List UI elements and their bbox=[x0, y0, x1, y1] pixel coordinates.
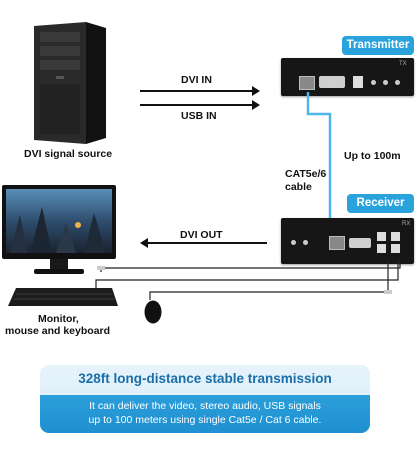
tx-audio-jack bbox=[371, 80, 376, 85]
dvi-out-arrowhead-icon bbox=[140, 238, 148, 248]
info-banner: 328ft long-distance stable transmission … bbox=[40, 365, 370, 433]
rx-usb-port bbox=[377, 244, 386, 253]
monitor-label-line1: Monitor, bbox=[38, 313, 79, 325]
cable-label-line2: cable bbox=[285, 181, 312, 193]
dvi-in-arrow bbox=[140, 90, 254, 92]
receiver-badge: Receiver bbox=[347, 194, 414, 213]
rx-audio-jack bbox=[291, 240, 296, 245]
banner-line2: up to 100 meters using single Cat5e / Ca… bbox=[88, 414, 322, 426]
dvi-in-arrowhead-icon bbox=[252, 86, 260, 96]
keyboard-icon bbox=[8, 288, 118, 308]
rx-usb-port bbox=[391, 232, 400, 241]
dvi-out-arrow bbox=[147, 242, 267, 244]
rx-rj45-port bbox=[329, 236, 345, 250]
cat-cable-line bbox=[306, 92, 332, 230]
usb-in-label: USB IN bbox=[181, 110, 217, 122]
dvi-out-label: DVI OUT bbox=[180, 229, 223, 241]
tx-dvi-port bbox=[319, 76, 345, 88]
peripheral-cables bbox=[95, 260, 401, 300]
banner-title: 328ft long-distance stable transmission bbox=[78, 371, 332, 386]
dvi-in-label: DVI IN bbox=[181, 74, 212, 86]
banner-line1: It can deliver the video, stereo audio, … bbox=[89, 400, 321, 412]
rx-audio-jack bbox=[303, 240, 308, 245]
receiver-device: RX bbox=[281, 218, 414, 264]
transmitter-device: TX bbox=[281, 58, 414, 96]
usb-in-arrow bbox=[140, 104, 254, 106]
tx-usb-port bbox=[353, 76, 363, 88]
distance-label: Up to 100m bbox=[344, 150, 401, 162]
transmitter-badge: Transmitter bbox=[342, 36, 414, 55]
tx-audio-jack bbox=[395, 80, 400, 85]
rx-mark: RX bbox=[402, 221, 411, 227]
usb-in-arrowhead-icon bbox=[252, 100, 260, 110]
monitor-label-line2: mouse and keyboard bbox=[5, 325, 111, 337]
tx-audio-jack bbox=[383, 80, 388, 85]
monitor-icon bbox=[0, 185, 118, 277]
tx-rj45-port bbox=[299, 76, 315, 90]
pc-tower-icon bbox=[34, 22, 106, 144]
banner-description: It can deliver the video, stereo audio, … bbox=[40, 395, 370, 433]
dvi-signal-source-label: DVI signal source bbox=[24, 148, 113, 160]
mouse-icon bbox=[144, 300, 162, 324]
rx-dvi-port bbox=[349, 238, 371, 248]
rx-usb-port bbox=[377, 232, 386, 241]
cable-label-line1: CAT5e/6 bbox=[285, 168, 327, 180]
tx-mark: TX bbox=[399, 61, 407, 67]
rx-usb-port bbox=[391, 244, 400, 253]
